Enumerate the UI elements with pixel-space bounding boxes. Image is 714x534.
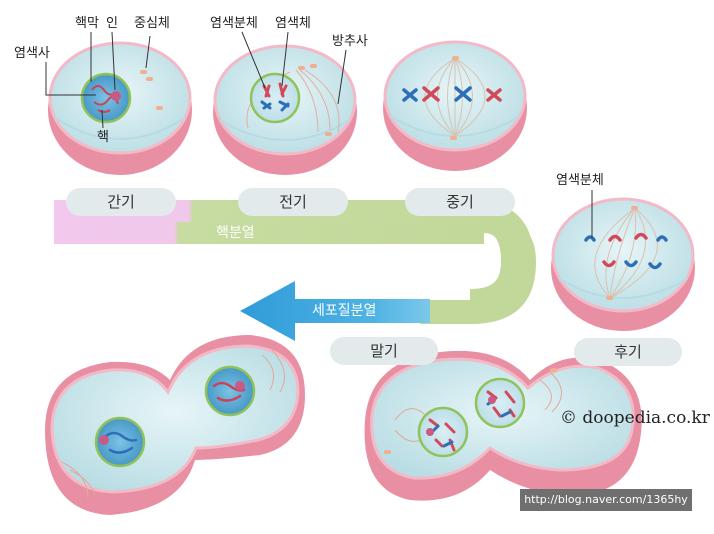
phase-telophase: 말기 (330, 337, 438, 365)
telophase-cell (364, 350, 642, 501)
watermark: © doopedia.co.kr (560, 408, 710, 428)
metaphase-cell (383, 40, 527, 171)
anaphase-cell (551, 190, 695, 331)
phase-interphase: 간기 (66, 188, 176, 216)
nucleus-interphase (80, 72, 132, 124)
label-nucleus: 핵 (97, 130, 109, 145)
label-chromatin: 염색사 (14, 46, 50, 61)
label-chromatid: 염색분체 (210, 16, 258, 31)
phase-prophase: 전기 (238, 188, 348, 216)
daughter-cells (45, 335, 305, 515)
label-centrosome: 중심체 (134, 16, 170, 31)
phase-anaphase: 후기 (574, 338, 682, 366)
label-chromatid-anaphase: 염색분체 (556, 173, 604, 188)
label-nucleolus: 인 (106, 16, 118, 31)
prophase-cell (213, 31, 357, 175)
centrosome (140, 70, 147, 74)
cytokinesis-arrow (240, 281, 430, 341)
label-spindle: 방추사 (332, 34, 368, 49)
phase-metaphase: 중기 (405, 188, 515, 216)
interphase-cell (45, 31, 192, 175)
label-chromosome: 염색체 (275, 16, 311, 31)
label-nuclear-membrane: 핵막 (75, 16, 99, 31)
band-karyokinesis: 핵분열 (216, 225, 255, 241)
nucleolus (111, 91, 121, 101)
source-url-badge: http://blog.naver.com/1365hy (520, 489, 692, 511)
band-cytokinesis: 세포질분열 (312, 303, 377, 319)
